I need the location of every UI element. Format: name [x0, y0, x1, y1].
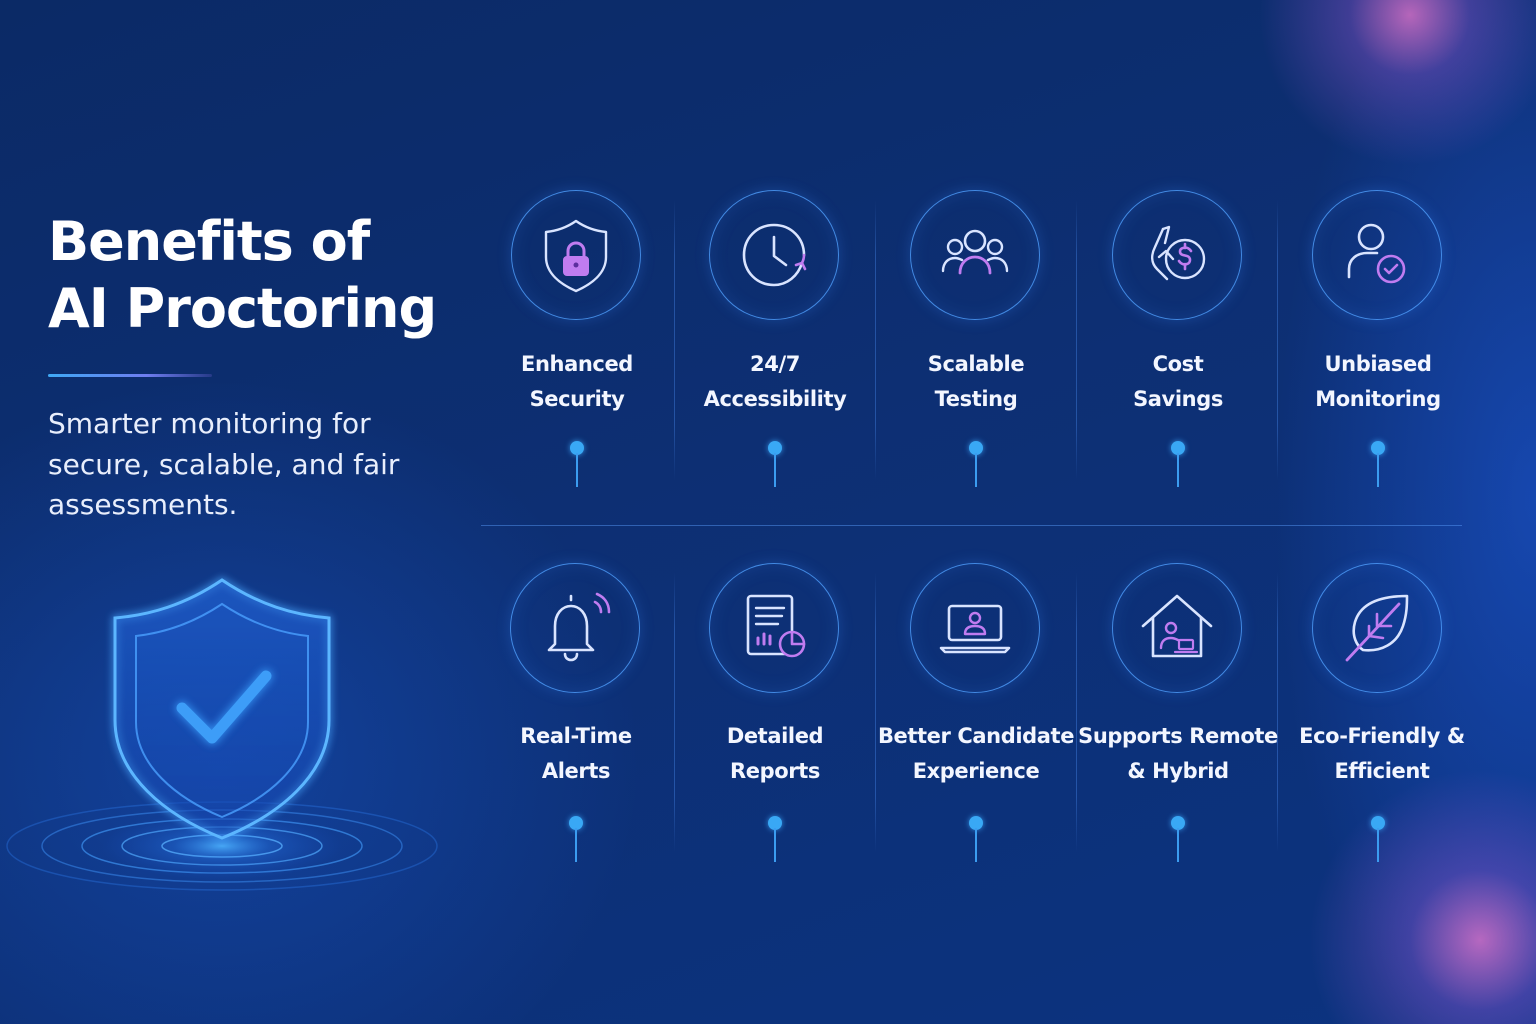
report-chart-icon — [746, 594, 806, 658]
label-line-1: Detailed — [726, 724, 824, 748]
pin-marker — [1371, 441, 1385, 487]
column-divider — [875, 200, 876, 480]
pin-marker — [1371, 816, 1385, 862]
icon-ring — [910, 563, 1040, 693]
icon-ring — [1312, 190, 1442, 320]
title-line-2: AI Proctoring — [48, 277, 437, 340]
label-line-1: 24/7 — [750, 352, 800, 376]
column-divider — [674, 200, 675, 480]
shield-lock-icon — [544, 219, 608, 293]
benefit-label: Unbiased Monitoring — [1278, 347, 1478, 417]
label-line-2: Experience — [912, 759, 1040, 783]
benefit-label: Cost Savings — [1078, 347, 1278, 417]
bell-icon — [547, 592, 611, 662]
label-line-2: Efficient — [1334, 759, 1430, 783]
label-line-1: Scalable — [927, 352, 1025, 376]
label-line-2: Accessibility — [703, 387, 847, 411]
benefit-label: Scalable Testing — [876, 347, 1076, 417]
label-line-1: Eco-Friendly & — [1299, 724, 1465, 748]
label-line-2: Savings — [1133, 387, 1223, 411]
pin-marker — [969, 816, 983, 862]
icon-ring — [1112, 190, 1242, 320]
benefit-label: Enhanced Security — [477, 347, 677, 417]
title-accent-line — [48, 374, 212, 377]
icon-ring — [511, 190, 641, 320]
icon-ring — [709, 563, 839, 693]
home-laptop-icon — [1141, 594, 1213, 658]
pin-marker — [569, 816, 583, 862]
clock-icon — [742, 223, 807, 287]
label-line-1: Better Candidate — [877, 724, 1075, 748]
column-divider — [1076, 572, 1077, 852]
hero-shield-check-icon — [6, 576, 438, 891]
benefit-label: Supports Remote & Hybrid — [1078, 719, 1278, 789]
page-title: Benefits of AI Proctoring — [48, 208, 437, 342]
leaf-icon — [1345, 594, 1409, 662]
pin-marker — [969, 441, 983, 487]
benefit-label: Better Candidate Experience — [876, 719, 1076, 789]
dollar-hand-icon — [1151, 225, 1206, 281]
column-divider — [875, 572, 876, 852]
subtitle: Smarter monitoring for secure, scalable,… — [48, 407, 400, 521]
column-divider — [674, 572, 675, 852]
label-line-2: Alerts — [541, 759, 611, 783]
icon-ring — [910, 190, 1040, 320]
title-line-1: Benefits of — [48, 210, 370, 273]
label-line-1: Supports Remote — [1078, 724, 1278, 748]
pin-marker — [1171, 441, 1185, 487]
pin-marker — [768, 816, 782, 862]
pin-marker — [768, 441, 782, 487]
pin-marker — [570, 441, 584, 487]
users-group-icon — [941, 229, 1009, 275]
pin-marker — [1171, 816, 1185, 862]
label-line-2: Reports — [730, 759, 820, 783]
label-line-1: Cost — [1152, 352, 1204, 376]
column-divider — [1076, 200, 1077, 480]
label-line-2: Monitoring — [1315, 387, 1441, 411]
benefit-label: Detailed Reports — [675, 719, 875, 789]
benefit-label: 24/7 Accessibility — [675, 347, 875, 417]
laptop-user-icon — [939, 604, 1011, 654]
label-line-2: & Hybrid — [1127, 759, 1229, 783]
column-divider — [1277, 200, 1278, 480]
label-line-2: Testing — [934, 387, 1018, 411]
icon-ring — [510, 563, 640, 693]
benefit-label: Eco-Friendly & Efficient — [1282, 719, 1482, 789]
benefit-label: Real-Time Alerts — [476, 719, 676, 789]
row-divider — [481, 525, 1462, 526]
label-line-1: Real-Time — [520, 724, 632, 748]
label-line-1: Unbiased — [1324, 352, 1432, 376]
column-divider — [1277, 572, 1278, 852]
user-check-icon — [1347, 223, 1406, 284]
icon-ring — [1312, 563, 1442, 693]
label-line-1: Enhanced — [521, 352, 633, 376]
icon-ring — [1112, 563, 1242, 693]
label-line-2: Security — [529, 387, 625, 411]
icon-ring — [709, 190, 839, 320]
